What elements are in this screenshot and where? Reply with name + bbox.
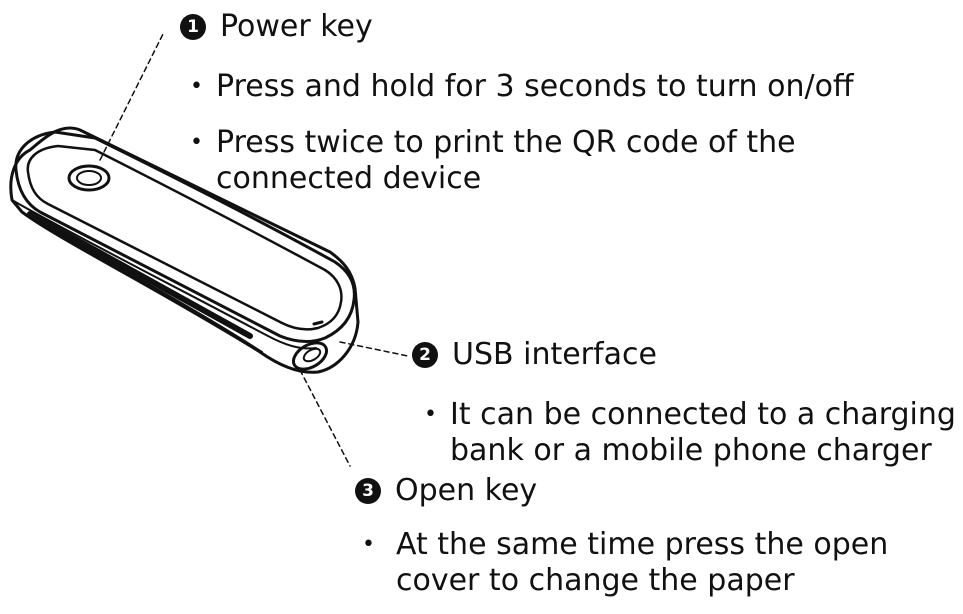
paper-slot-icon [27, 211, 253, 339]
bullet-text-power-2b: connected device [216, 161, 482, 196]
bullet-text-usb-1b: bank or a mobile phone charger [450, 433, 932, 468]
leader-line-usb [339, 341, 409, 357]
printer-side-seam [11, 199, 317, 350]
leader-line-power [99, 31, 165, 161]
callout-usb-interface: 2 USB interface [412, 338, 657, 372]
callout-title-power-key: Power key [220, 9, 373, 44]
bullet-marker: • [190, 74, 203, 99]
number-badge-1: 1 [180, 14, 206, 40]
bullet-text-power-2a: Press twice to print the QR code of the [216, 125, 796, 160]
callout-power-key: 1 Power key [180, 10, 373, 44]
usb-port-icon [291, 341, 329, 371]
number-badge-2: 2 [412, 342, 438, 368]
bullet-marker: • [424, 402, 437, 427]
callout-open-key: 3 Open key [355, 474, 537, 508]
indicator-light-icon [312, 320, 324, 326]
bullet-marker: • [362, 532, 375, 557]
bullet-text-power-1: Press and hold for 3 seconds to turn on/… [216, 69, 854, 104]
bullet-text-open-1a: At the same time press the open [396, 527, 889, 562]
printer-lid [14, 130, 356, 344]
bullet-text-open-1b: cover to change the paper [396, 563, 795, 598]
callout-title-usb-interface: USB interface [452, 337, 657, 372]
leader-line-open [299, 369, 351, 467]
power-button-icon [67, 164, 111, 192]
bullet-text-usb-1a: It can be connected to a charging [450, 397, 956, 432]
printer-lid-panel [26, 144, 343, 331]
number-badge-3: 3 [355, 478, 381, 504]
callout-title-open-key: Open key [395, 473, 538, 508]
bullet-marker: • [190, 130, 203, 155]
